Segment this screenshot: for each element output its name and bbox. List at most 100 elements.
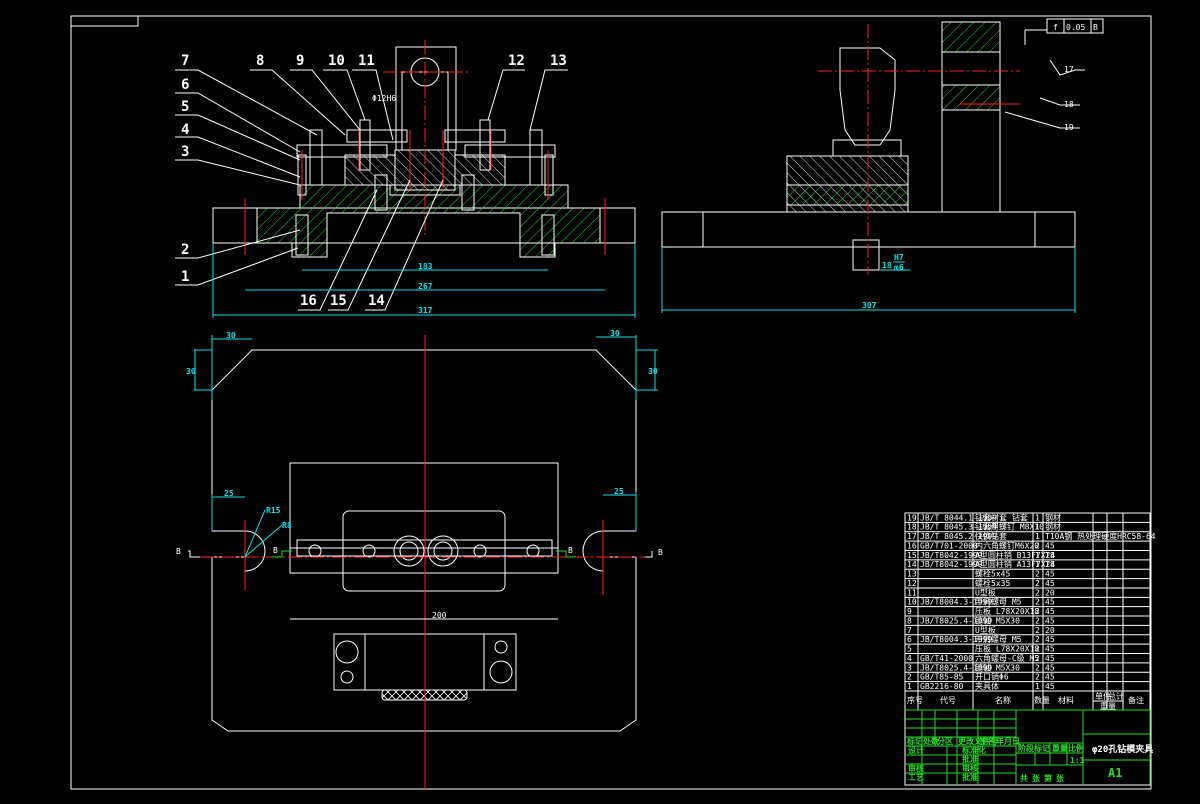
parts-cell-no: 19	[907, 513, 917, 522]
parts-cell-std: JB/T 8044.1-1999	[920, 513, 997, 522]
parts-cell-material: 45	[1045, 635, 1055, 644]
parts-cell-qty: 1	[1035, 682, 1040, 691]
parts-cell-name: 内六角螺钉M6X20	[975, 540, 1039, 550]
revision-header: 标记	[906, 736, 923, 746]
top-dimensions	[194, 335, 658, 620]
sheet-unit-label: 张	[1032, 774, 1041, 783]
revision-header: 签名	[978, 736, 995, 746]
parts-cell-std: GB/T701-2000	[920, 541, 978, 550]
part-label-1: 1	[181, 269, 189, 285]
dim-267: 267	[418, 282, 433, 291]
parts-cell-std: GB2216-80	[920, 682, 964, 691]
side-view: 17 18 19 f 0.05 B 18 H7 m6 307	[661, 18, 1104, 313]
geometric-tolerance-frame	[1046, 18, 1104, 34]
role-approve: 批准	[962, 754, 978, 764]
section-mark-inner-left: B	[273, 546, 278, 555]
parts-cell-qty: 2	[1035, 579, 1040, 588]
part-label-18: 18	[1064, 100, 1074, 109]
parts-cell-std: JB/T8042-1999	[920, 551, 983, 560]
header-remark: 备注	[1128, 695, 1144, 705]
parts-cell-qty: 2	[1035, 645, 1040, 654]
parts-cell-name: 螺栓5x35	[975, 578, 1010, 588]
dim-317: 317	[418, 306, 433, 315]
parts-cell-name: 六角螺母-C级 M5	[975, 653, 1039, 663]
revision-header: 更改文件号	[958, 736, 998, 746]
sheet-total-label: 共	[1020, 773, 1028, 783]
parts-cell-qty: 1	[1035, 560, 1040, 569]
parts-cell-no: 1	[907, 682, 912, 691]
dim-chamfer-left: 30	[186, 367, 196, 376]
part-label-19: 19	[1064, 123, 1074, 132]
parts-cell-no: 16	[907, 541, 917, 550]
parts-cell-name: 压板 L78X20X18	[975, 606, 1039, 616]
section-mark-left: B	[176, 547, 181, 556]
parts-cell-name: 螺栓5x45	[975, 569, 1010, 579]
parts-cell-name: 销轴 M5X30	[975, 615, 1020, 625]
parts-cell-material: 钢材	[1045, 512, 1061, 522]
parts-cell-qty: 2	[1035, 654, 1040, 663]
parts-cell-no: 3	[907, 663, 912, 672]
parts-cell-name: 钻套用螺钉 M8X10	[975, 522, 1044, 532]
part-label-4: 4	[181, 122, 189, 138]
stage-mark: 阶段标记	[1018, 743, 1050, 753]
parts-cell-material: 45	[1045, 570, 1055, 579]
scale-value: 1:1	[1070, 756, 1085, 765]
parts-cell-std: JB/T8004.3-1999	[920, 635, 992, 644]
part-label-13: 13	[550, 53, 567, 69]
parts-cell-std: JB/T8042-1999	[920, 560, 983, 569]
header-unit-weight: 单件	[1095, 691, 1111, 701]
parts-cell-name: A型圆柱销 B13F7X24	[975, 550, 1055, 560]
parts-cell-no: 12	[907, 579, 917, 588]
parts-cell-std: JB/T 8045.2-1999	[920, 532, 997, 541]
parts-cell-name: 压板 L78X20X18	[975, 644, 1039, 654]
dim-307: 307	[862, 301, 877, 310]
fit-size: 18	[882, 261, 892, 270]
revision-header: 分区	[937, 736, 953, 746]
parts-cell-name: 带肩螺母 M5	[975, 597, 1022, 607]
part-label-9: 9	[296, 53, 304, 69]
parts-cell-name: A型圆柱销 A13F7X24	[975, 559, 1055, 569]
parts-cell-no: 13	[907, 570, 917, 579]
dim-183: 183	[418, 262, 433, 271]
parts-cell-material: 45	[1045, 598, 1055, 607]
header-material: 材料	[1058, 695, 1074, 705]
fit-upper: H7	[894, 253, 904, 262]
parts-cell-qty: 1	[1035, 551, 1040, 560]
revision-header: 处数	[922, 736, 940, 746]
drawing-title: φ20孔钻模夹具	[1092, 743, 1153, 755]
parts-cell-no: 11	[907, 588, 917, 597]
header-std: 代号	[940, 695, 956, 705]
dim-chamfer-right: 30	[648, 367, 658, 376]
part-label-15: 15	[330, 293, 347, 309]
parts-cell-qty: 2	[1035, 541, 1040, 550]
parts-cell-name: 带肩螺母 M5	[975, 634, 1022, 644]
header-name: 名称	[995, 695, 1011, 705]
header-no: 序号	[907, 695, 923, 705]
parts-cell-no: 6	[907, 635, 912, 644]
sheet-unit-label-2: 张	[1056, 774, 1065, 783]
tolerance-value: 0.05	[1066, 23, 1085, 32]
parts-cell-no: 2	[907, 673, 912, 682]
dim-chamfer-top-left: 30	[226, 331, 236, 340]
part-label-7: 7	[181, 53, 189, 69]
header-total-weight: 总计	[1108, 691, 1124, 701]
fit-lower: m6	[894, 263, 904, 272]
dim-slot-left: 25	[224, 489, 234, 498]
parts-cell-qty: 2	[1035, 673, 1040, 682]
parts-cell-material: 20	[1045, 588, 1055, 597]
part-label-12: 12	[508, 53, 525, 69]
sheet-size: A1	[1108, 766, 1122, 780]
parts-cell-no: 14	[907, 560, 917, 569]
parts-cell-material: 45	[1045, 645, 1055, 654]
parts-cell-no: 10	[907, 598, 917, 607]
parts-cell-material: T8	[1045, 560, 1055, 569]
dim-slot-right: 25	[614, 487, 624, 496]
top-view: B B B B 30 30 30 30 25 25	[176, 329, 663, 790]
part-label-17: 17	[1064, 65, 1074, 74]
part-leaders	[175, 69, 568, 311]
part-label-11: 11	[358, 53, 375, 69]
fit-annotation: Φ12H6	[372, 94, 396, 103]
